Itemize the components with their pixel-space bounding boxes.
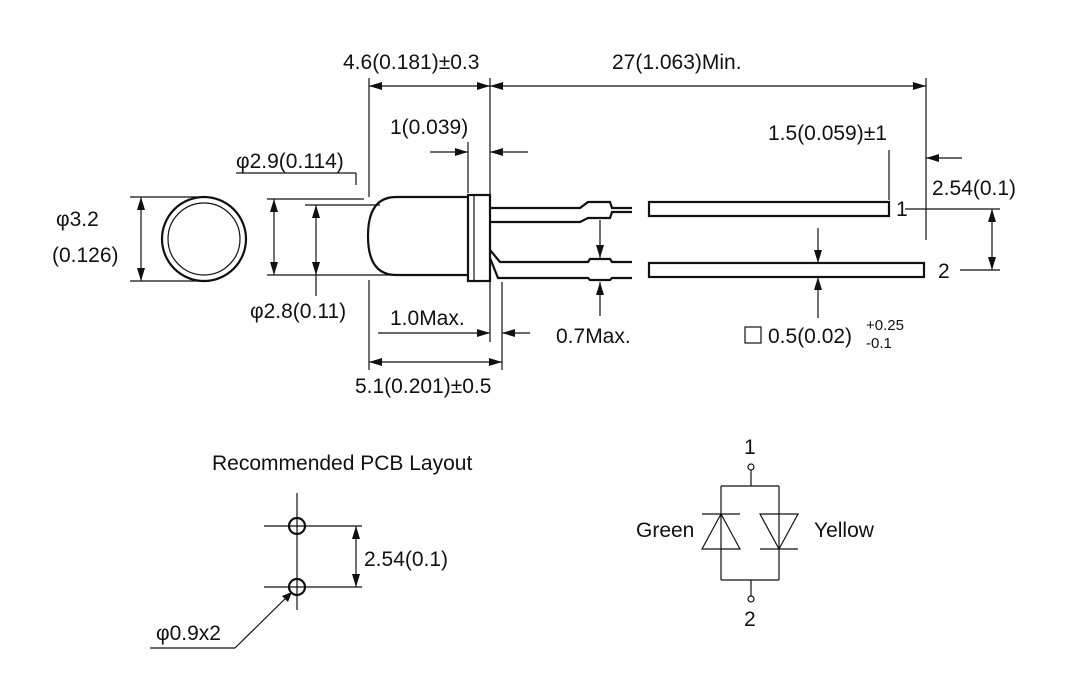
flange-thickness-label: 1(0.039) bbox=[390, 116, 468, 139]
pcb-hole-2 bbox=[287, 577, 307, 597]
body-diameter-inch-label: (0.126) bbox=[52, 244, 119, 267]
lead-top bbox=[490, 200, 632, 224]
lens-dome bbox=[366, 195, 468, 277]
front-outer-circle bbox=[160, 195, 248, 283]
schematic-pin-bottom: 2 bbox=[744, 608, 756, 631]
flange bbox=[466, 193, 492, 283]
pcb-hole-label: φ0.9x2 bbox=[156, 622, 221, 645]
lead-size-tol-minus: -0.1 bbox=[866, 335, 892, 352]
lead-offset-label: 1.5(0.059)±1 bbox=[768, 122, 887, 145]
lead-segment-2 bbox=[647, 261, 926, 279]
pin1-label: 1 bbox=[896, 198, 908, 221]
pcb-hole-1 bbox=[287, 516, 307, 536]
schematic-pin-top: 1 bbox=[744, 436, 756, 459]
side-view: 1 2 φ2.9(0.114) φ2.8(0.11) 4.6(0.181)±0.… bbox=[236, 51, 1016, 398]
pcb-layout: Recommended PCB Layout 2.54(0.1) φ0.9x2 bbox=[150, 452, 472, 649]
lead-length-label: 27(1.063)Min. bbox=[612, 51, 742, 74]
lead-segment-1 bbox=[647, 200, 891, 218]
pcb-spacing-label: 2.54(0.1) bbox=[364, 548, 448, 571]
yellow-led-symbol bbox=[758, 513, 800, 551]
body-diameter-label: φ3.2 bbox=[56, 208, 99, 231]
lead-bottom bbox=[488, 249, 632, 282]
front-view: φ3.2 (0.126) bbox=[52, 195, 248, 283]
square-lead-symbol bbox=[744, 326, 762, 344]
yellow-label: Yellow bbox=[814, 519, 875, 542]
lens-diameter-top-label: φ2.9(0.114) bbox=[236, 150, 344, 173]
lead-size-tol-plus: +0.25 bbox=[866, 317, 904, 334]
pcb-title: Recommended PCB Layout bbox=[212, 452, 472, 475]
schematic: 1 2 Green Yellow bbox=[636, 436, 875, 631]
resin-protrusion-label: 1.0Max. bbox=[390, 307, 465, 330]
lead-spacing-label: 2.54(0.1) bbox=[932, 177, 1016, 200]
total-length-label: 5.1(0.201)±0.5 bbox=[355, 375, 491, 398]
green-label: Green bbox=[636, 519, 694, 542]
green-led-symbol bbox=[700, 512, 742, 550]
kink-width-label: 0.7Max. bbox=[556, 325, 631, 348]
body-length-label: 4.6(0.181)±0.3 bbox=[343, 51, 479, 74]
lens-diameter-bottom-label: φ2.8(0.11) bbox=[250, 300, 346, 323]
front-inner-circle bbox=[167, 202, 241, 276]
pin2-label: 2 bbox=[938, 260, 950, 283]
lead-size-label: 0.5(0.02) bbox=[768, 325, 852, 348]
